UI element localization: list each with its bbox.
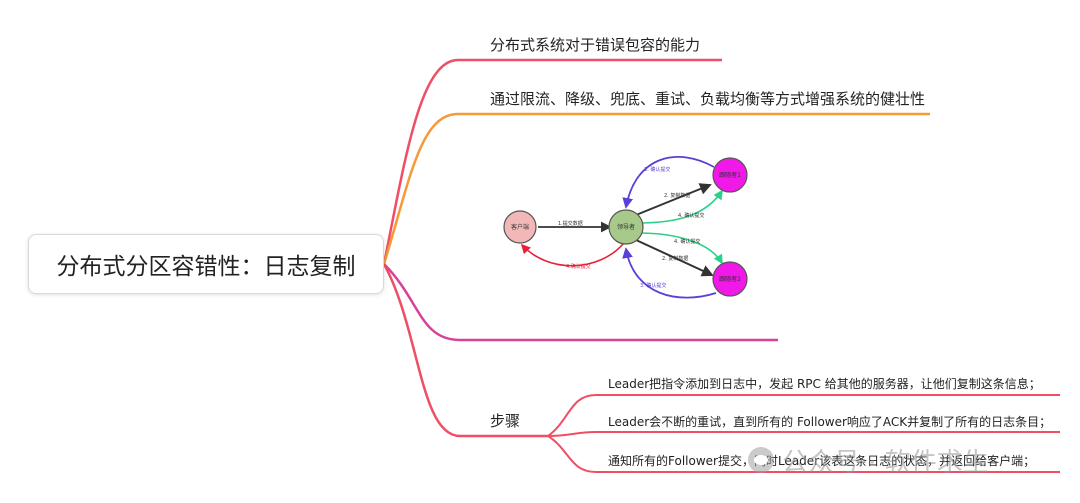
watermark: 公众号 · 软件求生 — [748, 440, 989, 480]
node-follower-2: 跟随者2 — [712, 261, 748, 297]
node-client: 客户端 — [503, 210, 537, 244]
node-follower-2-label: 跟随者2 — [719, 275, 741, 283]
edge-label-submit: 1.提交数据 — [558, 220, 583, 227]
step-line-2 — [547, 431, 1060, 437]
edge-label-ack-1: 3. 确认提交 — [644, 166, 670, 173]
branch-methods[interactable]: 通过限流、降级、兜底、重试、负载均衡等方式增强系统的健壮性 — [490, 90, 926, 108]
step-item-3[interactable]: 通知所有的Follower提交，同时Leader该表这条日志的状态，并返回给客户… — [608, 454, 1036, 468]
edge-commit-1 — [637, 189, 723, 224]
wechat-icon — [748, 447, 774, 473]
edge-label-commit-2: 4. 确认提交 — [674, 238, 700, 245]
edge-ack-1 — [622, 156, 715, 209]
node-leader-label: 领导者 — [617, 223, 635, 231]
root-node[interactable]: 分布式分区容错性：日志复制 — [28, 234, 384, 294]
branch-line-definition — [382, 58, 722, 265]
step-item-1[interactable]: Leader把指令添加到日志中，发起 RPC 给其他的服务器，让他们复制这条信息… — [608, 377, 1041, 391]
branch-line-diagram — [383, 263, 778, 342]
edge-replicate-1 — [635, 183, 712, 216]
edge-label-replicate-2: 2. 复制数据 — [662, 255, 688, 262]
edge-confirm-client — [520, 242, 625, 267]
branch-line-steps — [382, 263, 548, 438]
edge-label-replicate-1: 2. 复制数据 — [664, 192, 690, 199]
node-client-label: 客户端 — [511, 223, 529, 231]
branch-line-methods — [382, 112, 930, 265]
edge-label-commit-1: 4. 确认提交 — [678, 212, 704, 219]
edge-replicate-2 — [635, 239, 714, 277]
node-leader: 领导者 — [608, 209, 644, 245]
branch-definition[interactable]: 分布式系统对于错误包容的能力 — [490, 36, 701, 54]
step-line-1 — [547, 394, 1060, 437]
edge-ack-2 — [622, 247, 717, 299]
node-follower-1: 跟随者1 — [712, 157, 748, 193]
step-item-2[interactable]: Leader会不断的重试，直到所有的 Follower响应了ACK并复制了所有的… — [608, 415, 1052, 429]
root-label: 分布式分区容错性：日志复制 — [56, 254, 356, 280]
edge-label-confirm-client: 4.确认提交 — [566, 263, 591, 270]
log-replication-diagram: 1.提交数据 4.确认提交 2. 复制数据 2. 复制数据 3. 确认提交 3.… — [503, 156, 748, 299]
node-follower-1-label: 跟随者1 — [719, 171, 741, 179]
watermark-text: 公众号 · 软件求生 — [782, 447, 989, 478]
edge-label-ack-2: 3. 确认提交 — [640, 282, 666, 289]
edge-commit-2 — [637, 232, 723, 265]
step-line-3 — [547, 435, 1060, 473]
branch-steps[interactable]: 步骤 — [490, 412, 521, 430]
